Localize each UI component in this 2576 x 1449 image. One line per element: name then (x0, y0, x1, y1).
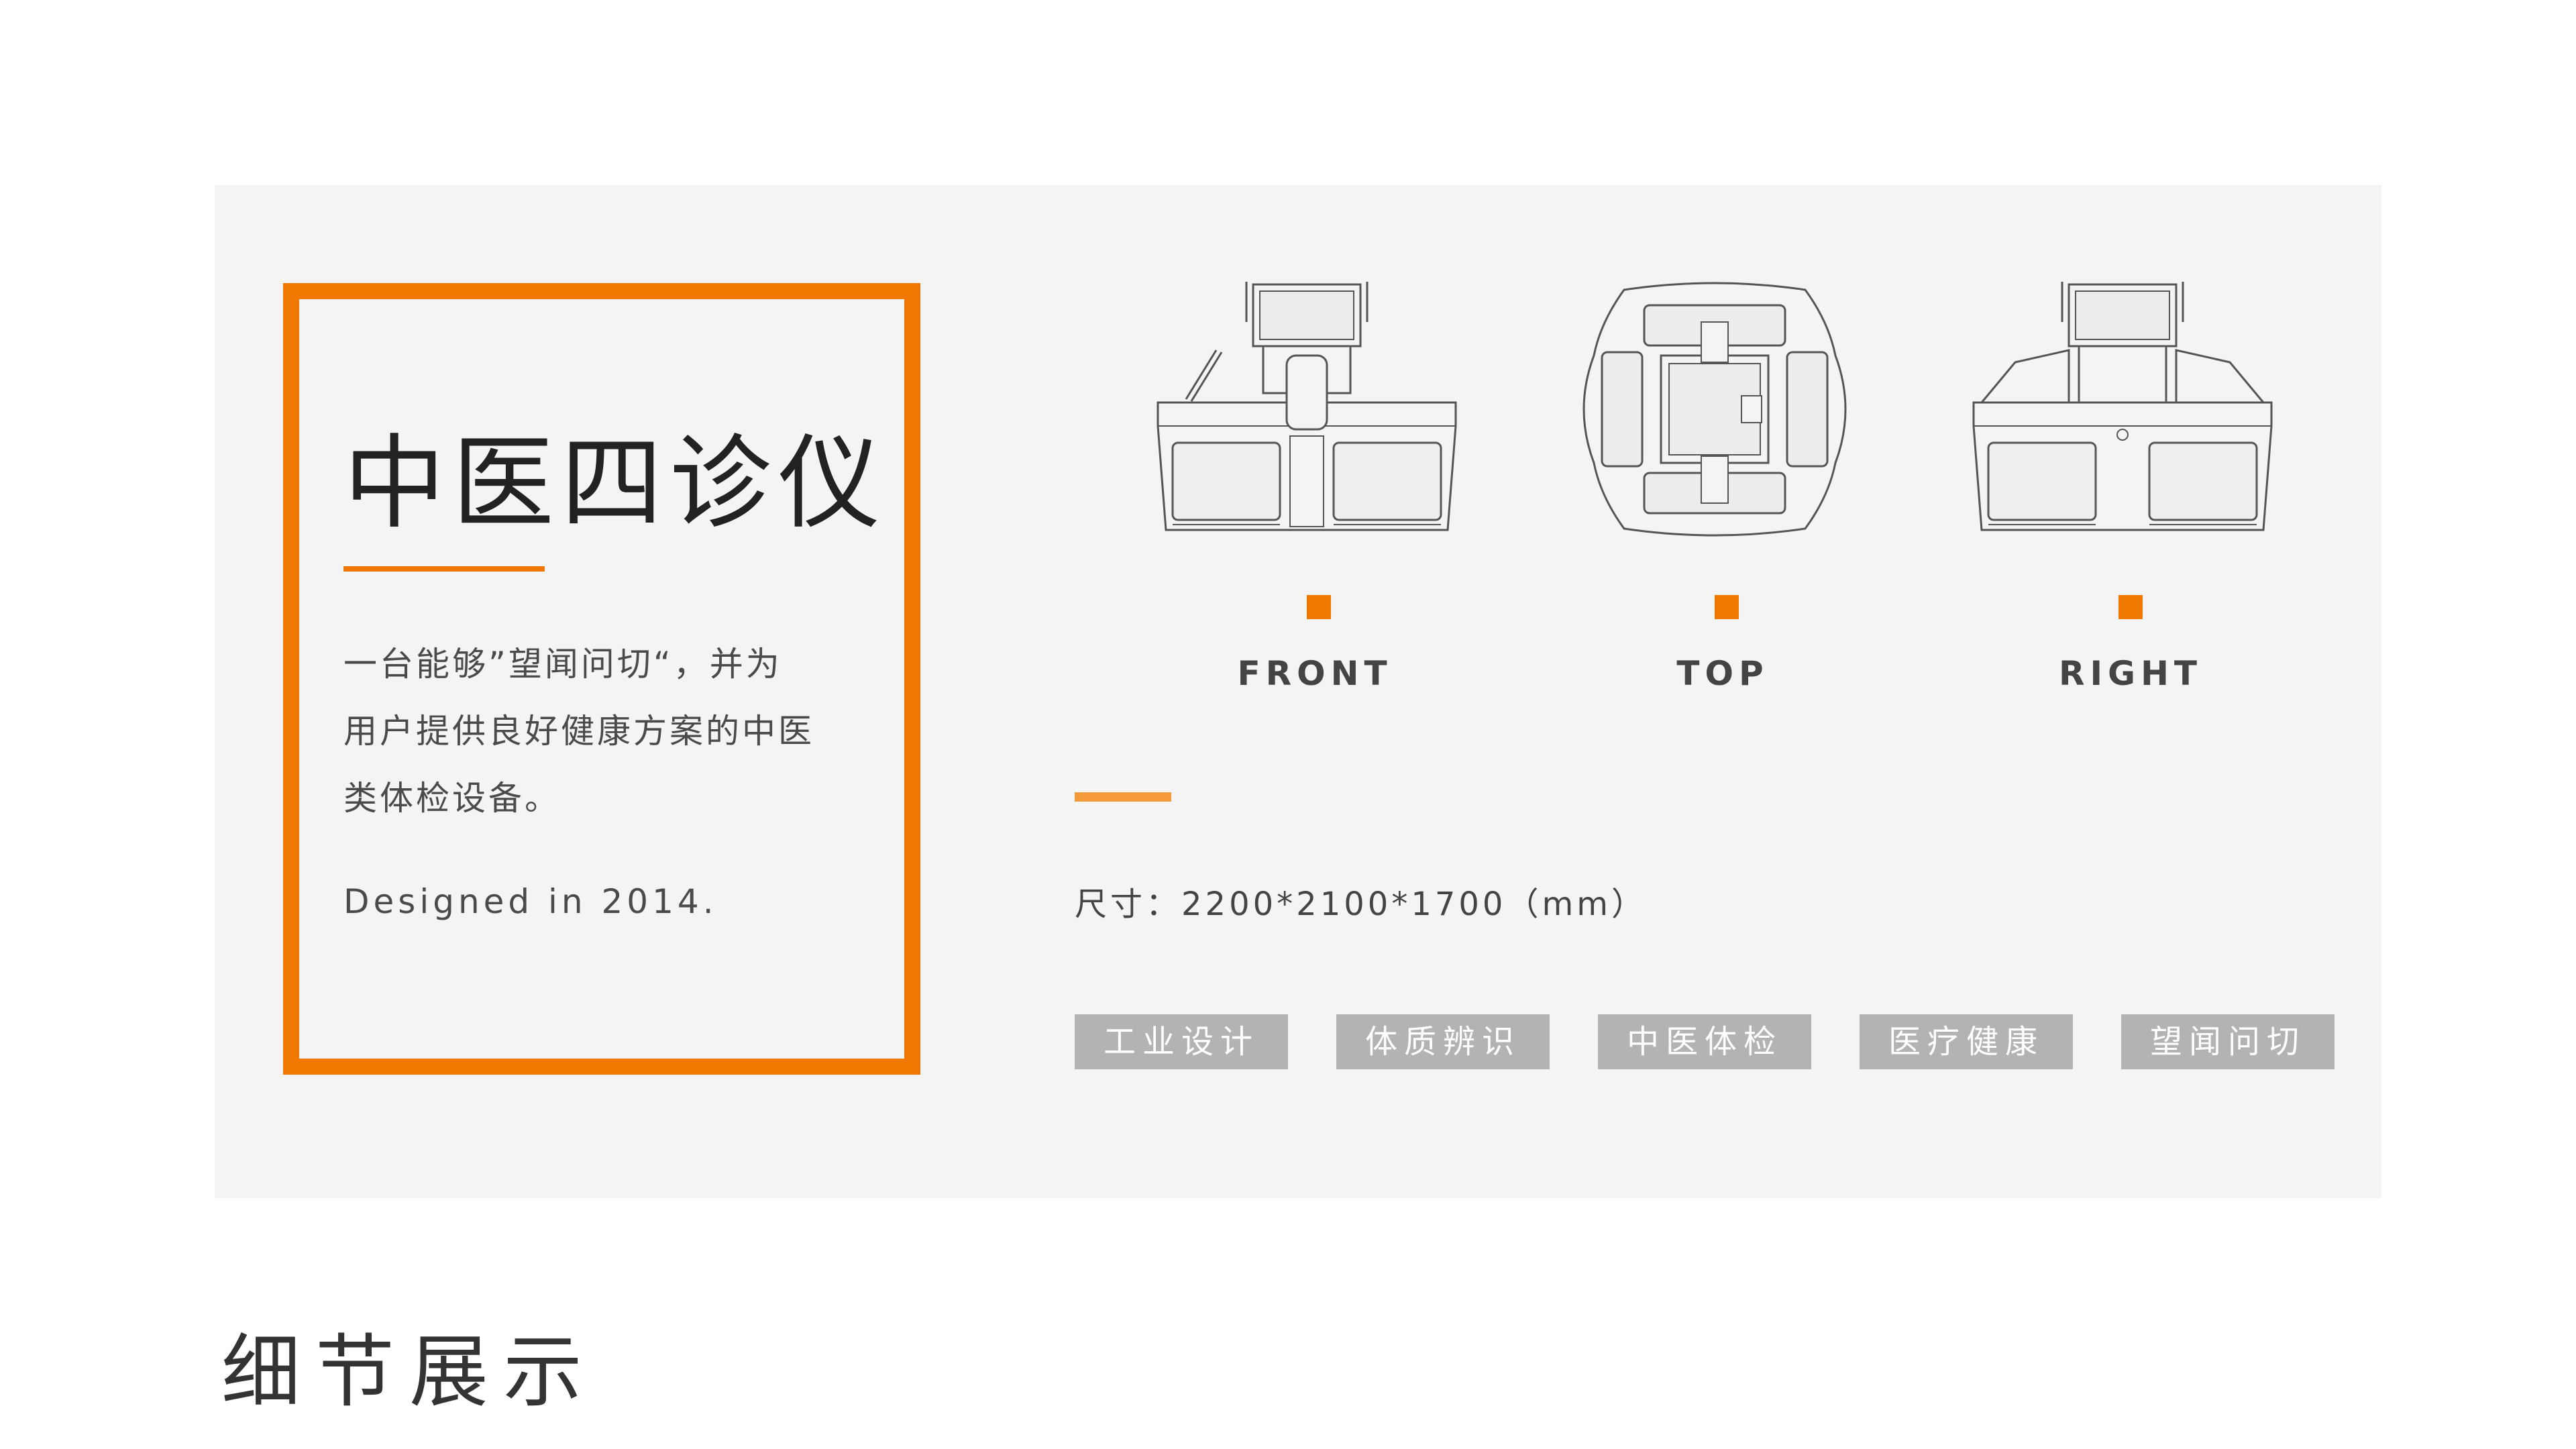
top-view-drawing (1560, 275, 1869, 543)
section-title: 细节展示 (221, 1326, 598, 1418)
product-title: 中医四诊仪 (343, 424, 887, 543)
description-line: 一台能够”望闻问切“，并为 (343, 645, 782, 684)
view-label-top: TOP (1676, 654, 1769, 693)
tag-industrial-design: 工业设计 (1075, 1014, 1288, 1069)
product-description: 一台能够”望闻问切“，并为 用户提供良好健康方案的中医 类体检设备。 (343, 631, 880, 832)
description-line: 类体检设备。 (343, 779, 561, 818)
tag-medical-health: 医疗健康 (1860, 1014, 2073, 1069)
tag-tcm-checkup: 中医体检 (1598, 1014, 1811, 1069)
right-view-drawing (1968, 275, 2277, 543)
title-underline (343, 566, 545, 572)
tag-constitution: 体质辨识 (1336, 1014, 1550, 1069)
spec-dimensions: 尺寸：2200*2100*1700（mm） (1075, 885, 1647, 923)
view-marker (2118, 595, 2143, 619)
view-marker (1307, 595, 1331, 619)
designed-year: Designed in 2014. (343, 882, 718, 921)
title-frame (283, 283, 920, 1075)
description-line: 用户提供良好健康方案的中医 (343, 712, 814, 751)
view-label-front: FRONT (1237, 654, 1393, 693)
spec-accent-bar (1075, 792, 1171, 802)
view-marker (1715, 595, 1739, 619)
view-label-right: RIGHT (2058, 654, 2203, 693)
tag-four-diagnosis: 望闻问切 (2121, 1014, 2334, 1069)
front-view-drawing (1152, 275, 1461, 543)
